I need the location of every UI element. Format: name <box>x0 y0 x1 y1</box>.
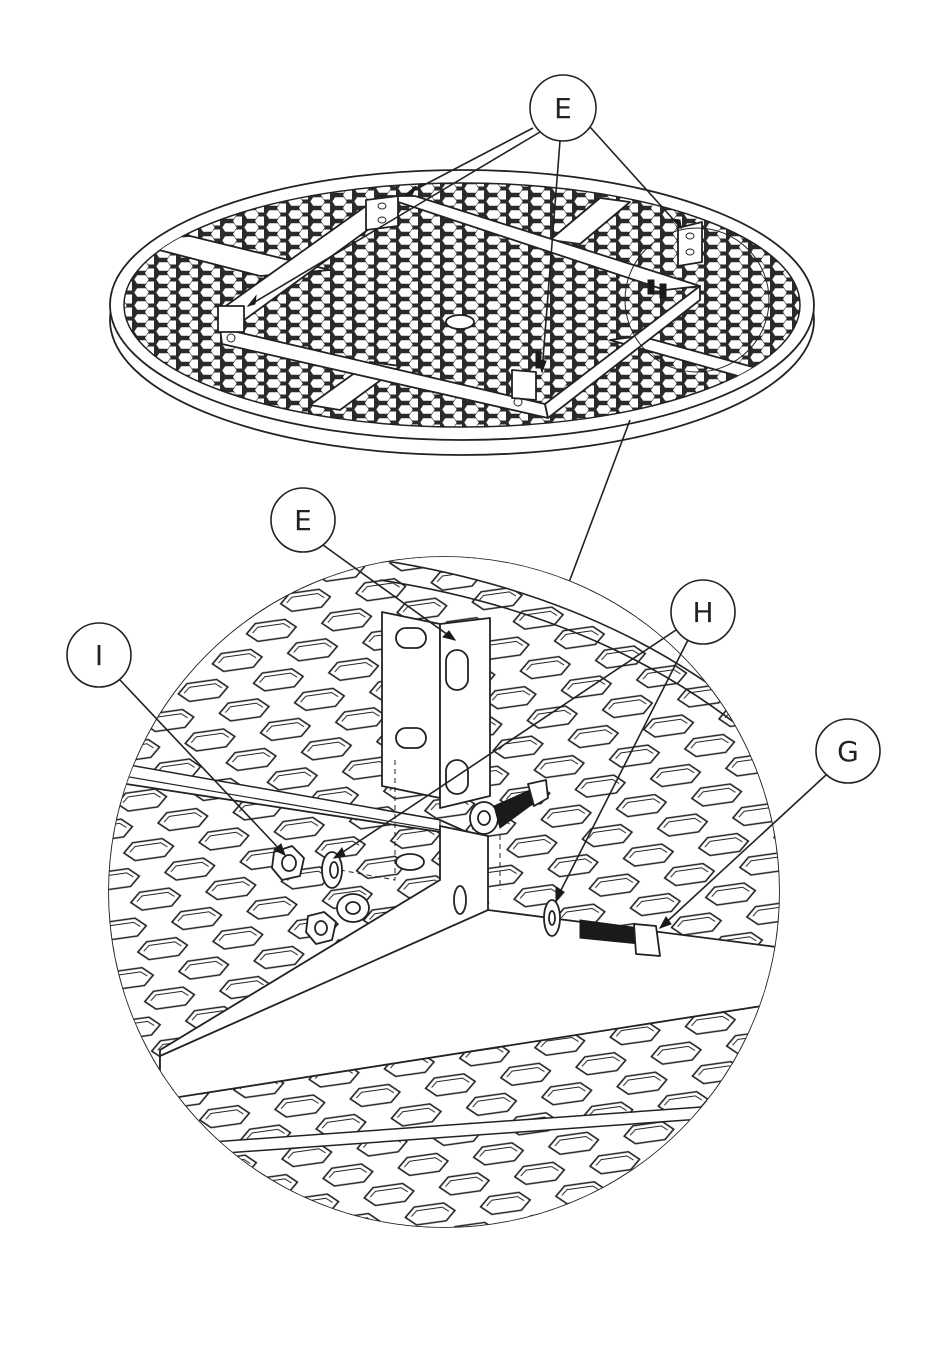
svg-text:E: E <box>294 504 312 537</box>
svg-text:E: E <box>554 92 572 125</box>
svg-text:H: H <box>692 596 713 629</box>
detail-view: E I H G <box>67 488 880 1250</box>
top-assembly: E <box>110 75 814 585</box>
detail-bracket-e <box>382 612 490 808</box>
svg-text:I: I <box>95 639 103 672</box>
svg-text:G: G <box>837 735 859 768</box>
bracket-e-1 <box>366 196 398 230</box>
